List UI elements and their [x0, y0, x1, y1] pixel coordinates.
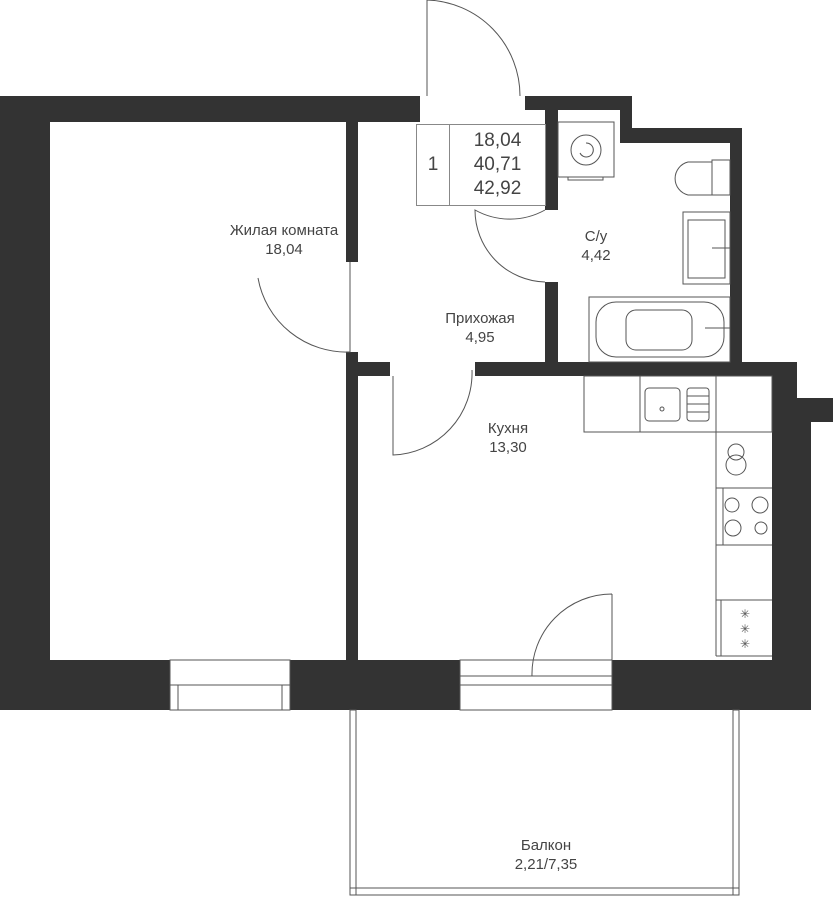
windows: [169, 659, 613, 711]
room-count: 1: [417, 125, 450, 205]
room-kitchen: Кухня 13,30: [488, 419, 528, 457]
svg-text:✳: ✳: [740, 622, 750, 636]
room-bathroom: С/у 4,42: [581, 227, 610, 265]
svg-text:✳: ✳: [740, 607, 750, 621]
room-area: 2,21/7,35: [514, 856, 578, 873]
doors: [257, 0, 613, 677]
balcony: [349, 709, 740, 896]
room-name: С/у: [584, 228, 608, 245]
room-name: Жилая комната: [229, 222, 339, 239]
living-area: 18,04: [473, 130, 522, 151]
room-hallway: Прихожая 4,95: [445, 309, 515, 347]
room-name: Прихожая: [445, 310, 515, 327]
room-balcony: Балкон 2,21/7,35: [515, 836, 578, 874]
room-area: 13,30: [489, 439, 527, 456]
svg-text:✳: ✳: [740, 637, 750, 651]
room-name: Балкон: [520, 837, 572, 854]
total-area: 40,71: [473, 154, 522, 175]
walls: [0, 96, 833, 710]
room-area: 4,95: [465, 329, 495, 346]
bathroom-fixtures: [557, 121, 731, 363]
total-area-with-balcony: 42,92: [473, 178, 522, 199]
room-living: Жилая комната 18,04: [230, 221, 338, 259]
room-area: 4,42: [581, 247, 611, 264]
room-area: 18,04: [265, 241, 303, 258]
kitchen-fixtures: ✳ ✳ ✳: [583, 375, 773, 657]
apartment-summary: 1 18,04 40,71 42,92: [416, 124, 546, 206]
room-name: Кухня: [487, 420, 529, 437]
